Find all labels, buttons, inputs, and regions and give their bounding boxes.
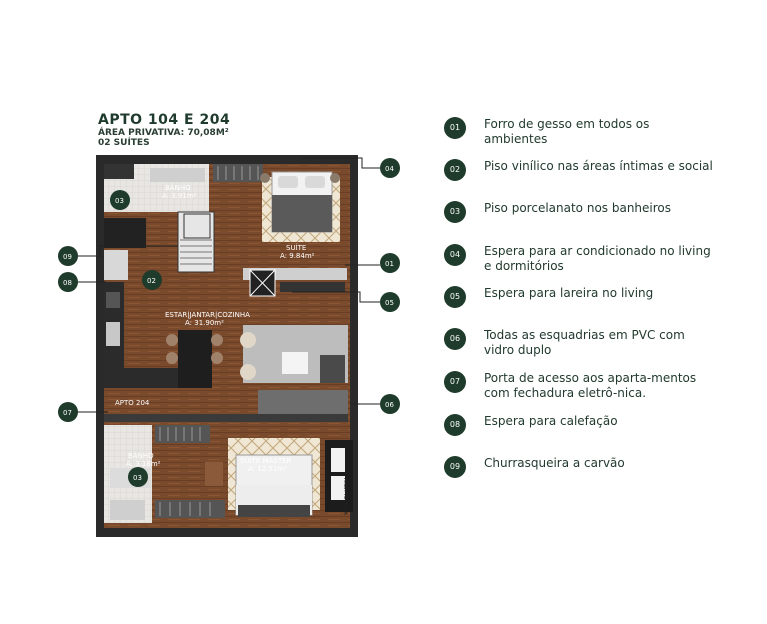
kitchen-island <box>178 330 212 388</box>
legend-text: Espera para ar condicionado no living e … <box>484 244 711 273</box>
page-title: APTO 104 E 204 <box>98 112 231 128</box>
legend-text: Forro de gesso em todos os ambientes <box>484 117 650 146</box>
legend-text: Piso porcelanato nos banheiros <box>484 201 672 215</box>
kitchen-counter-top <box>104 218 146 248</box>
legend-badge: 07 <box>444 371 466 393</box>
callout-07 <box>58 402 78 422</box>
legend-text: Todas as esquadrias em PVC com vidro dup… <box>484 328 685 357</box>
sofa <box>258 390 348 416</box>
legend-text: Piso vinílico nas áreas íntimas e social <box>484 159 713 173</box>
suites-count-label: 02 SUÍTES <box>98 138 150 148</box>
room-label-living: ESTAR|JANTAR|COZINHA <box>165 311 250 319</box>
room-label-apto204: APTO 204 <box>115 399 150 407</box>
room-area-bath-bottom: A: 3.18m² <box>126 460 161 468</box>
callout-05 <box>380 292 400 312</box>
legend-text: Churrasqueira a carvão <box>484 456 625 470</box>
callout-06-label: 06 <box>385 401 394 409</box>
room-label-suite-master: SUÍTE MASTER <box>240 456 292 465</box>
legend-badge: 08 <box>444 414 466 436</box>
room-area-suite: A: 9.84m² <box>280 252 315 260</box>
legend-badge: 01 <box>444 117 466 139</box>
callout-07-label: 07 <box>63 409 72 417</box>
callout-03-top <box>110 190 130 210</box>
room-label-technical: ÁREA TÉCNICA <box>342 478 350 515</box>
callout-04 <box>380 158 400 178</box>
callout-06 <box>380 394 400 414</box>
legend-badge: 06 <box>444 328 466 350</box>
callout-05-label: 05 <box>385 299 394 307</box>
callout-03-top-label: 03 <box>115 197 124 205</box>
callout-09-label: 09 <box>63 253 72 261</box>
private-area-label: ÁREA PRIVATIVA: 70,08M² <box>98 128 229 138</box>
room-area-suite-master: A: 12.51m² <box>248 465 287 473</box>
legend-badge: 04 <box>444 244 466 266</box>
room-area-bath-top: A: 3.91m² <box>162 192 197 200</box>
legend-badge: 03 <box>444 201 466 223</box>
callout-02-label: 02 <box>147 277 156 285</box>
callout-04-label: 04 <box>385 165 394 173</box>
closet-top <box>213 164 263 182</box>
legend-text: Espera para lareira no living <box>484 286 654 300</box>
divider-wall <box>104 414 348 422</box>
callout-03-bottom-label: 03 <box>133 474 142 482</box>
callout-01-label: 01 <box>385 260 394 268</box>
legend-badge: 09 <box>444 456 466 478</box>
legend-badge: 05 <box>444 286 466 308</box>
legend-text: Porta de acesso aos aparta-mentos com fe… <box>484 371 697 400</box>
room-label-bath-bottom: BANHO <box>128 452 154 460</box>
room-label-suite: SUÍTE <box>286 243 306 252</box>
callout-03-bottom <box>128 467 148 487</box>
room-label-bath-top: BANHO <box>165 184 191 192</box>
callout-08-label: 08 <box>63 279 72 287</box>
callout-01 <box>380 253 400 273</box>
legend-badge: 02 <box>444 159 466 181</box>
callout-02 <box>142 270 162 290</box>
callout-08 <box>58 272 78 292</box>
room-area-living: A: 31.90m² <box>185 319 224 327</box>
legend-text: Espera para calefação <box>484 414 618 428</box>
callout-09 <box>58 246 78 266</box>
coffee-table <box>282 352 308 374</box>
stair-void <box>177 211 215 273</box>
callouts: 04 01 05 06 09 08 02 03 07 03 <box>58 158 400 487</box>
